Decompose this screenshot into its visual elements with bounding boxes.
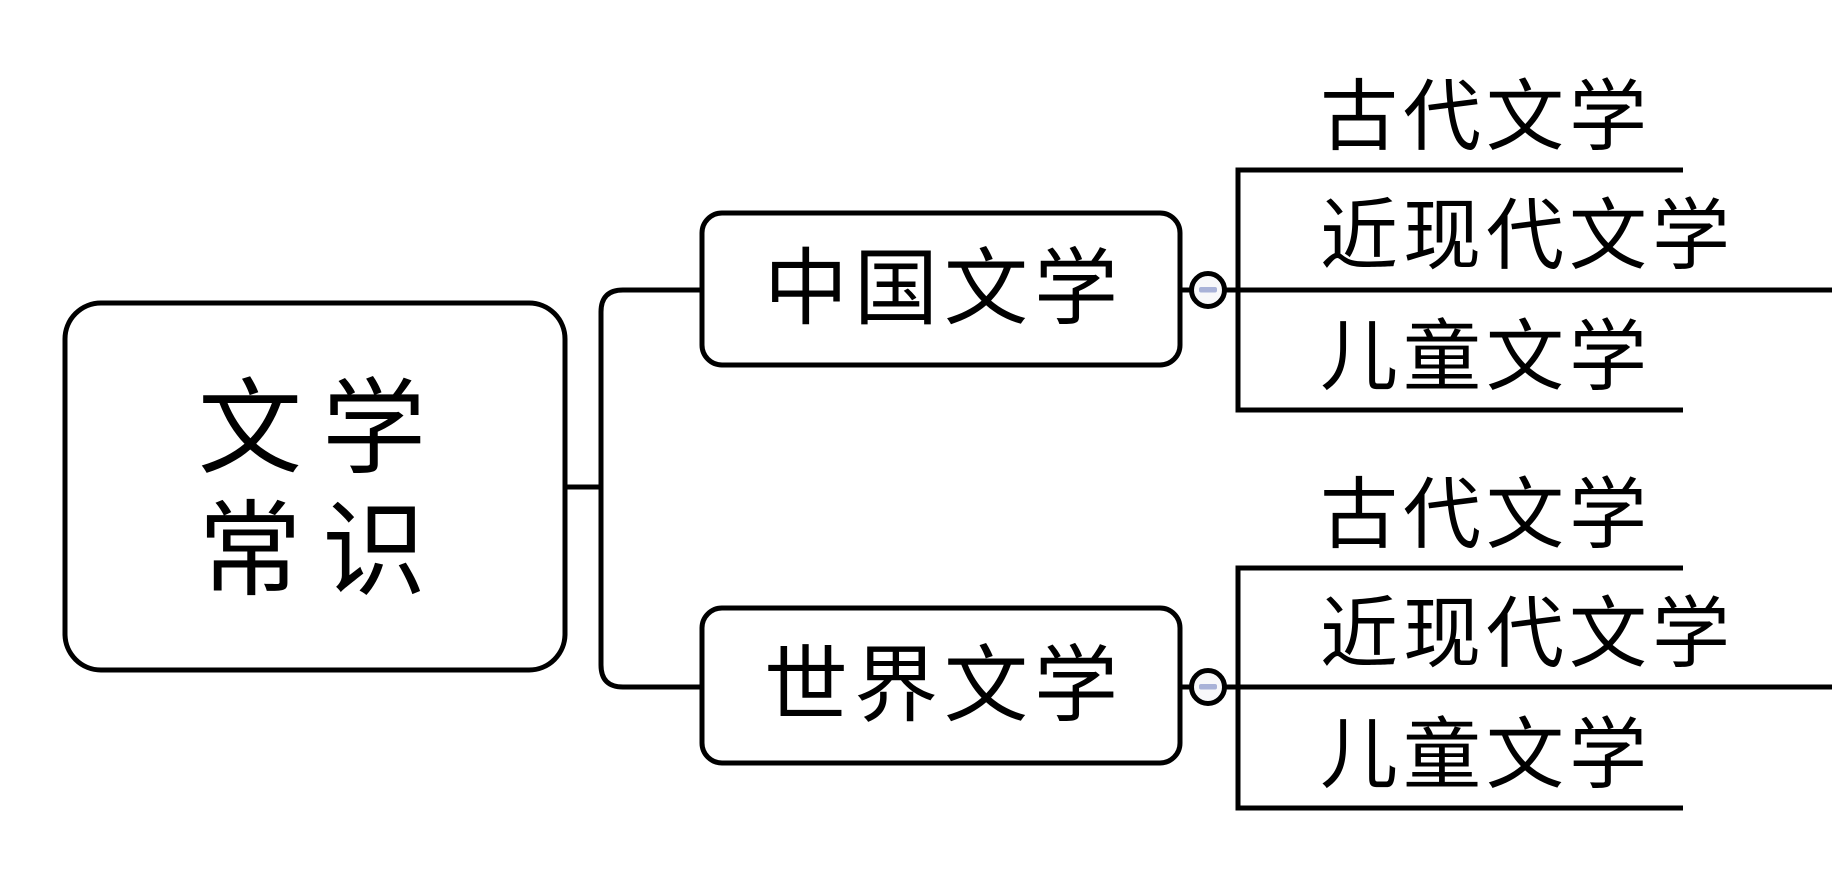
branch-node-1[interactable]: 中国文学 [699, 210, 1183, 368]
root-node-box[interactable] [62, 300, 568, 673]
branch-1-collapse-button[interactable] [1189, 271, 1227, 309]
leaf-node-label[interactable]: 近现代文学 [1320, 193, 1735, 280]
connector-root-to-branch-2 [598, 487, 702, 690]
leaf-node-label[interactable]: 近现代文学 [1320, 591, 1735, 678]
branch-2-collapse-button[interactable] [1189, 668, 1227, 706]
root-node-label-line2: 常识 [198, 495, 446, 610]
leaf-node-label[interactable]: 古代文学 [1320, 472, 1652, 559]
branch-node-1-label: 中国文学 [764, 244, 1124, 337]
leaf-node-label[interactable]: 儿童文学 [1320, 314, 1652, 401]
leaf-node-label[interactable]: 儿童文学 [1320, 712, 1652, 799]
root-node[interactable]: 文学 常识 [62, 300, 568, 673]
minus-icon [1199, 684, 1217, 690]
branch-node-2[interactable]: 世界文学 [699, 605, 1183, 766]
root-node-label-line1: 文学 [198, 373, 446, 488]
branch-node-2-label: 世界文学 [764, 641, 1124, 734]
leaf-node-label[interactable]: 古代文学 [1320, 74, 1652, 161]
minus-icon [1199, 287, 1217, 293]
connector-root-to-branch-1 [598, 287, 702, 487]
